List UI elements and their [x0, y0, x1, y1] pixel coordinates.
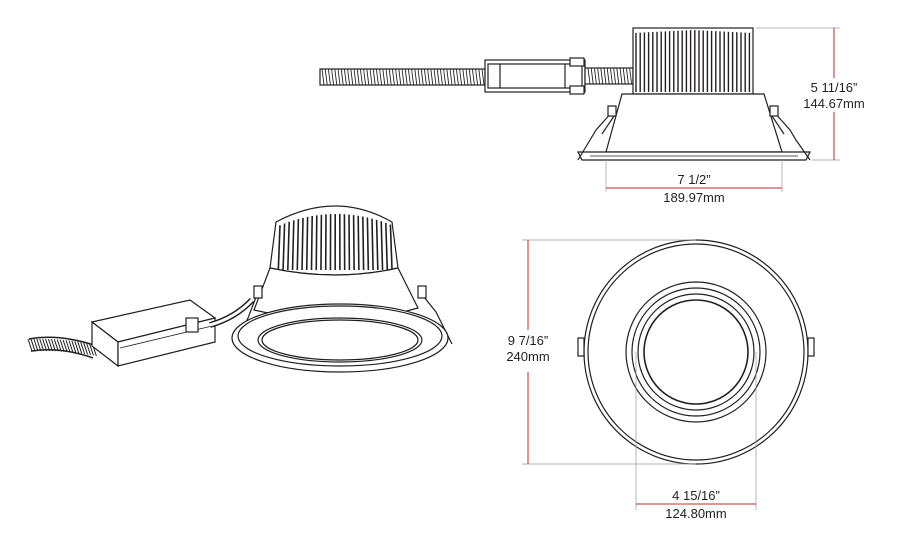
height-dimension: 5 11/16” 144.67mm — [756, 27, 865, 161]
width-metric: 189.97mm — [663, 190, 724, 205]
housing-body — [605, 93, 783, 153]
iso-trim — [231, 303, 449, 373]
plan-view — [577, 239, 815, 465]
flex-conduit — [319, 68, 486, 86]
tab-left — [577, 337, 585, 357]
outer-diameter-imperial: 9 7/16” — [508, 333, 548, 348]
height-metric: 144.67mm — [803, 96, 864, 111]
heat-sink — [632, 27, 754, 95]
height-imperial: 5 11/16” — [811, 80, 858, 95]
junction-box — [484, 57, 586, 95]
tab-right — [807, 337, 815, 357]
spring-clip-right — [769, 105, 811, 161]
spring-clip-left — [577, 105, 617, 161]
outer-diameter-metric: 240mm — [506, 349, 549, 364]
cutout-imperial: 4 15/16” — [672, 488, 720, 503]
width-imperial: 7 1/2” — [677, 172, 710, 187]
outer-diameter-dimension: 9 7/16” 240mm — [506, 239, 696, 465]
iso-junction-box — [90, 299, 217, 368]
cutout-dimension: 4 15/16” 124.80mm — [635, 352, 757, 521]
cutout-metric: 124.80mm — [665, 506, 726, 521]
side-view — [319, 27, 811, 161]
width-dimension: 7 1/2” 189.97mm — [605, 160, 783, 205]
iso-flex-conduit — [27, 336, 98, 359]
isometric-view — [27, 205, 453, 373]
iso-heat-sink — [269, 205, 399, 276]
